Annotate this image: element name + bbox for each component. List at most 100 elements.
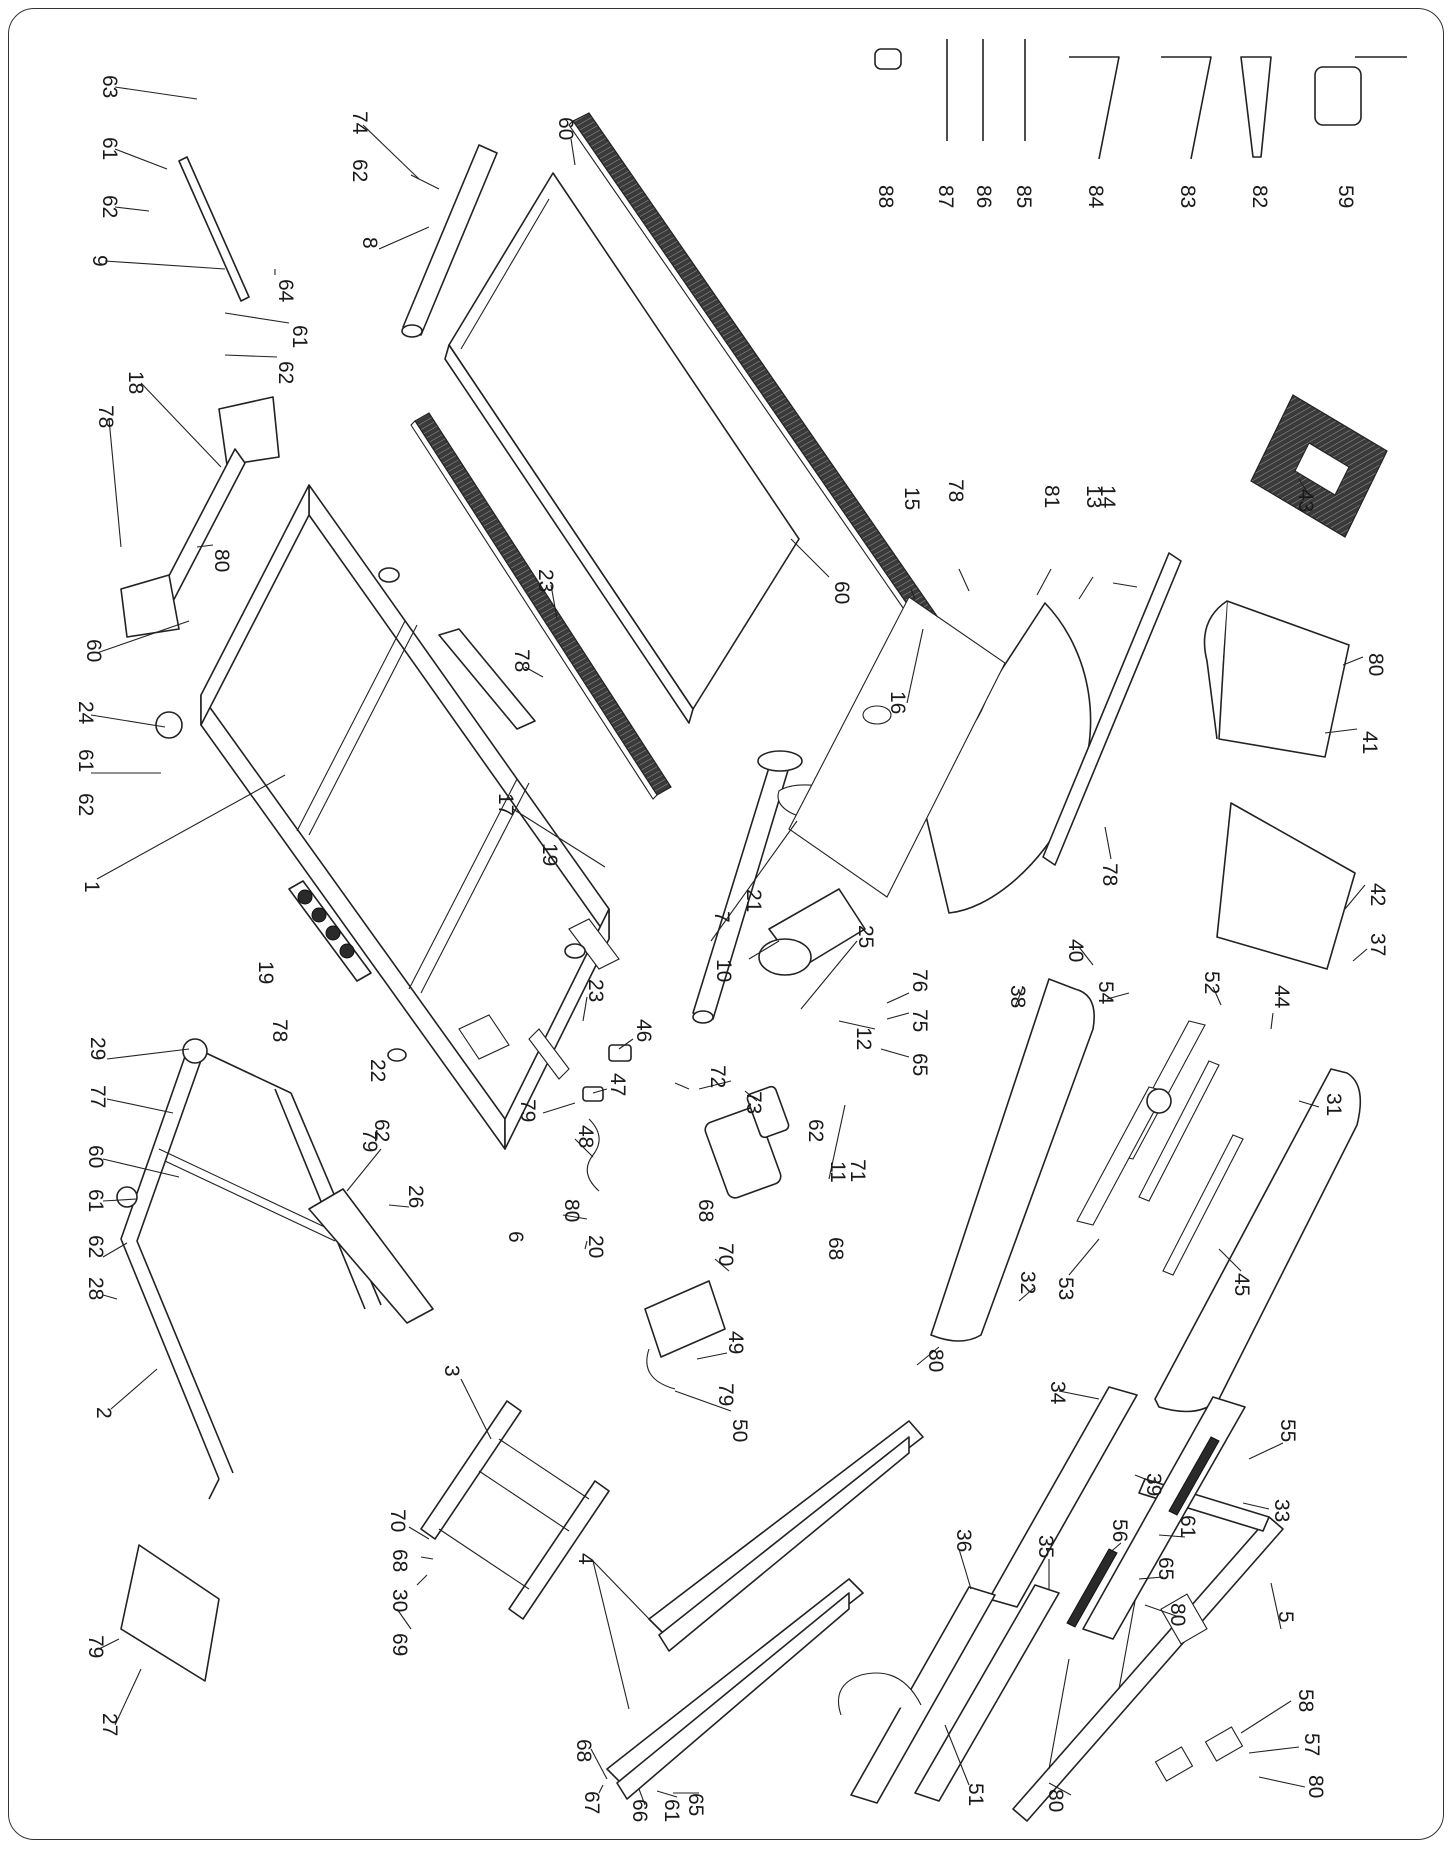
- callout-1: 1: [80, 881, 103, 893]
- callout-13: 13: [1082, 485, 1105, 508]
- part-handrail-34: [988, 1386, 1138, 1608]
- callout-32: 32: [1016, 1271, 1039, 1294]
- part-running-deck: [444, 172, 800, 724]
- callout-66: 66: [628, 1799, 651, 1822]
- callout-75: 75: [908, 1009, 931, 1032]
- part-allen-key-83: [1161, 56, 1212, 160]
- part-bumper-22: [387, 1048, 407, 1062]
- callout-29: 29: [86, 1037, 109, 1060]
- callout-23: 23: [534, 569, 557, 592]
- callout-54: 54: [1094, 981, 1117, 1005]
- callout-5: 5: [1274, 1611, 1297, 1623]
- callout-63: 63: [98, 75, 121, 98]
- part-rear-roller: [401, 144, 498, 338]
- part-grip-55: [1168, 1436, 1220, 1516]
- part-bumper-23: [378, 567, 586, 959]
- callout-61: 61: [660, 1799, 683, 1822]
- callout-35: 35: [1034, 1535, 1057, 1558]
- callout-3: 3: [440, 1365, 463, 1377]
- callout-79: 79: [84, 1635, 107, 1658]
- part-folding-frame: [120, 1044, 382, 1500]
- callout-19: 19: [538, 843, 561, 866]
- callout-80: 80: [1044, 1789, 1067, 1812]
- drawing-sheet: 63 61 62 9 64 61 62 18 78 80 60 24 61 62…: [8, 8, 1444, 1840]
- callout-80: 80: [1166, 1603, 1189, 1626]
- part-flywheel: [758, 888, 866, 976]
- callout-79: 79: [358, 1129, 381, 1152]
- callout-62: 62: [74, 793, 97, 816]
- callout-72: 72: [706, 1065, 729, 1088]
- callout-61: 61: [288, 325, 311, 348]
- callout-53: 53: [1054, 1277, 1077, 1300]
- callout-labels: 63 61 62 9 64 61 62 18 78 80 60 24 61 62…: [74, 75, 1389, 1822]
- callout-57: 57: [1300, 1733, 1323, 1756]
- callout-78: 78: [268, 1019, 291, 1042]
- callout-80: 80: [1304, 1775, 1327, 1798]
- callout-59: 59: [1334, 185, 1357, 208]
- callout-11: 11: [826, 1161, 849, 1183]
- part-handrail-35: [914, 1584, 1060, 1802]
- callout-55: 55: [1276, 1419, 1299, 1442]
- part-grip-56: [1066, 1548, 1118, 1628]
- callout-61: 61: [1176, 1515, 1199, 1538]
- part-wheel-24: [155, 711, 183, 739]
- callout-65: 65: [1154, 1557, 1177, 1580]
- part-motor-cover-plate: [788, 596, 1006, 898]
- callout-79: 79: [516, 1099, 539, 1122]
- callout-41: 41: [1358, 731, 1381, 754]
- callout-67: 67: [580, 1791, 603, 1814]
- callout-62: 62: [370, 1119, 393, 1142]
- callout-68: 68: [824, 1237, 847, 1260]
- callout-43: 43: [1294, 489, 1317, 512]
- callout-84: 84: [1084, 185, 1107, 209]
- callout-85: 85: [1012, 185, 1035, 208]
- callout-83: 83: [1176, 185, 1199, 208]
- part-leg-tubes: [606, 1420, 924, 1800]
- callout-24: 24: [74, 701, 97, 725]
- callout-70: 70: [386, 1509, 409, 1532]
- callout-60: 60: [554, 117, 577, 140]
- callout-61: 61: [84, 1189, 107, 1212]
- callout-62: 62: [98, 195, 121, 218]
- callout-65: 65: [684, 1793, 707, 1816]
- part-console-screen: [1250, 394, 1388, 538]
- callout-18: 18: [124, 371, 147, 394]
- part-roller-set-19a: [438, 628, 536, 730]
- callout-45: 45: [1230, 1273, 1253, 1296]
- callout-68: 68: [572, 1739, 595, 1762]
- callout-80: 80: [1364, 653, 1387, 676]
- part-handrail-36: [850, 1586, 996, 1804]
- callout-77: 77: [86, 1085, 109, 1108]
- callout-2: 2: [92, 1407, 115, 1419]
- callout-47: 47: [606, 1073, 629, 1096]
- callout-12: 12: [852, 1027, 875, 1050]
- callout-78: 78: [944, 479, 967, 502]
- callout-16: 16: [886, 691, 909, 714]
- callout-87: 87: [934, 185, 957, 208]
- part-front-roller: [692, 750, 803, 1024]
- part-speaker-54: [1146, 1088, 1172, 1114]
- callout-76: 76: [908, 969, 931, 992]
- callout-86: 86: [972, 185, 995, 208]
- callout-80: 80: [560, 1199, 583, 1222]
- part-side-rail-17: [410, 412, 672, 800]
- part-lube-bottle-59: [1314, 56, 1407, 126]
- part-wheel-29: [182, 1038, 208, 1064]
- part-keypad-45: [1162, 1134, 1244, 1276]
- callout-60: 60: [830, 581, 853, 604]
- callout-58: 58: [1294, 1689, 1317, 1712]
- part-accessory-88: [874, 48, 902, 70]
- callout-38: 38: [1006, 985, 1029, 1008]
- callout-23: 23: [584, 979, 607, 1002]
- callout-6: 6: [504, 1231, 527, 1243]
- part-upright-tube-9: [178, 156, 250, 302]
- part-motor: [704, 1085, 790, 1199]
- leader-lines: [90, 86, 1368, 1806]
- callout-82: 82: [1248, 185, 1271, 208]
- callout-49: 49: [724, 1331, 747, 1354]
- callout-78: 78: [94, 405, 117, 428]
- callout-52: 52: [1200, 971, 1223, 994]
- callout-33: 33: [1270, 1499, 1293, 1522]
- callout-71: 71: [846, 1159, 869, 1182]
- callout-62: 62: [274, 361, 297, 384]
